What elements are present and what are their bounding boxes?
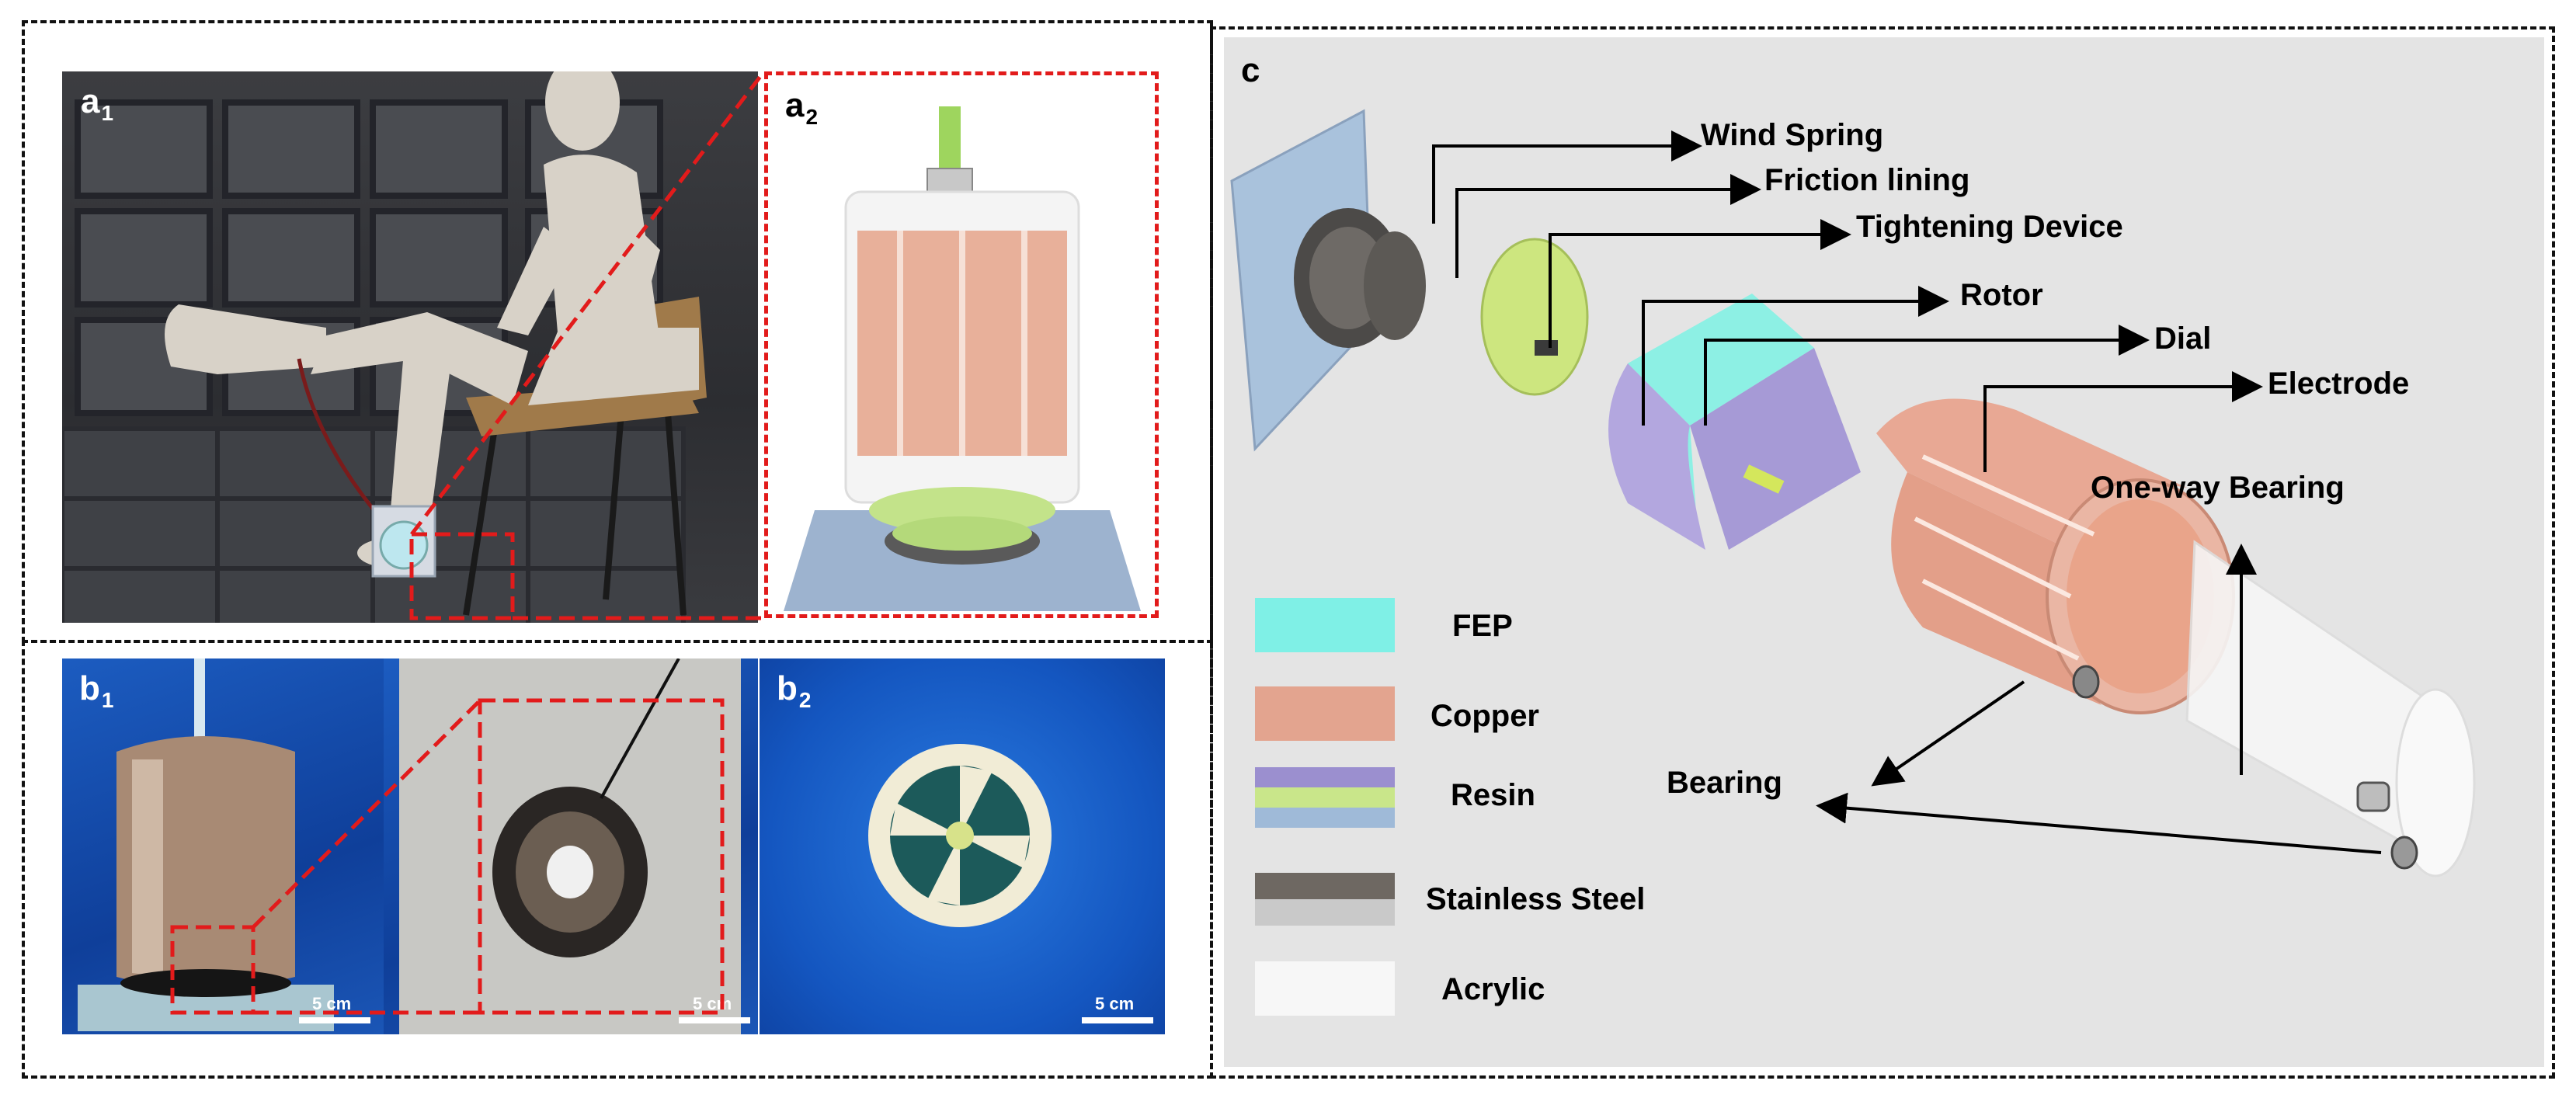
panel-label-b2: b2	[777, 669, 812, 712]
panel-c-frame	[1210, 26, 2555, 1079]
label-rotor: Rotor	[1960, 278, 2043, 312]
legend-swatch-steel-dark	[1255, 873, 1395, 899]
legend-label-fep: FEP	[1452, 609, 1513, 643]
spring-photo-illustration	[399, 658, 741, 1034]
scale-label-b1-right: 5 cm	[693, 994, 732, 1013]
panel-b2-photo: b2 5 cm	[760, 658, 1165, 1034]
panel-label-b1: b1	[79, 669, 114, 712]
callout-arrows	[1432, 130, 2382, 854]
device-photo-illustration	[78, 658, 334, 1031]
panel-a2-render: a2	[764, 71, 1159, 618]
panel-b1-photo-right: 5 cm	[384, 658, 758, 1034]
label-friction-lining: Friction lining	[1764, 163, 1970, 197]
legend-swatch-copper	[1255, 686, 1395, 741]
mannequin-illustration	[62, 71, 707, 623]
scale-bar-b1-left	[299, 1017, 370, 1023]
legend-swatch-resin-green	[1255, 787, 1395, 808]
legend-swatch-resin-purple	[1255, 767, 1395, 787]
scale-label-b2: 5 cm	[1095, 994, 1135, 1013]
panel-label-a1: a1	[81, 82, 114, 125]
legend-label-resin: Resin	[1451, 778, 1535, 812]
panel-b1-photo-left: b1 5 cm	[62, 658, 384, 1034]
label-bearing: Bearing	[1667, 766, 1782, 800]
legend-label-copper: Copper	[1431, 699, 1539, 733]
exploded-assembly-illustration	[1230, 109, 2476, 877]
label-one-way-bearing: One-way Bearing	[2091, 471, 2345, 505]
dial-photo-illustration	[868, 744, 1052, 927]
panel-label-c: c	[1241, 51, 1260, 89]
label-dial: Dial	[2154, 321, 2212, 356]
label-electrode: Electrode	[2268, 367, 2410, 401]
panel-c-exploded-view: c	[1224, 37, 2544, 1067]
label-wind-spring: Wind Spring	[1701, 118, 1884, 152]
label-tightening-device: Tightening Device	[1856, 210, 2123, 244]
panel-a1-scene: a1	[62, 71, 758, 623]
scale-bar-b1-right	[679, 1017, 750, 1023]
legend-label-stainless-steel: Stainless Steel	[1426, 882, 1646, 916]
device-render-illustration	[784, 106, 1141, 611]
panel-label-a2: a2	[785, 86, 819, 129]
scale-label-b1-left: 5 cm	[312, 994, 352, 1013]
legend-label-acrylic: Acrylic	[1441, 972, 1545, 1006]
legend-swatch-acrylic	[1255, 961, 1395, 1016]
legend-swatch-fep	[1255, 598, 1395, 652]
scale-bar-b2	[1082, 1017, 1153, 1023]
legend-swatch-resin-blue	[1255, 808, 1395, 828]
legend-swatch-steel-light	[1255, 899, 1395, 926]
